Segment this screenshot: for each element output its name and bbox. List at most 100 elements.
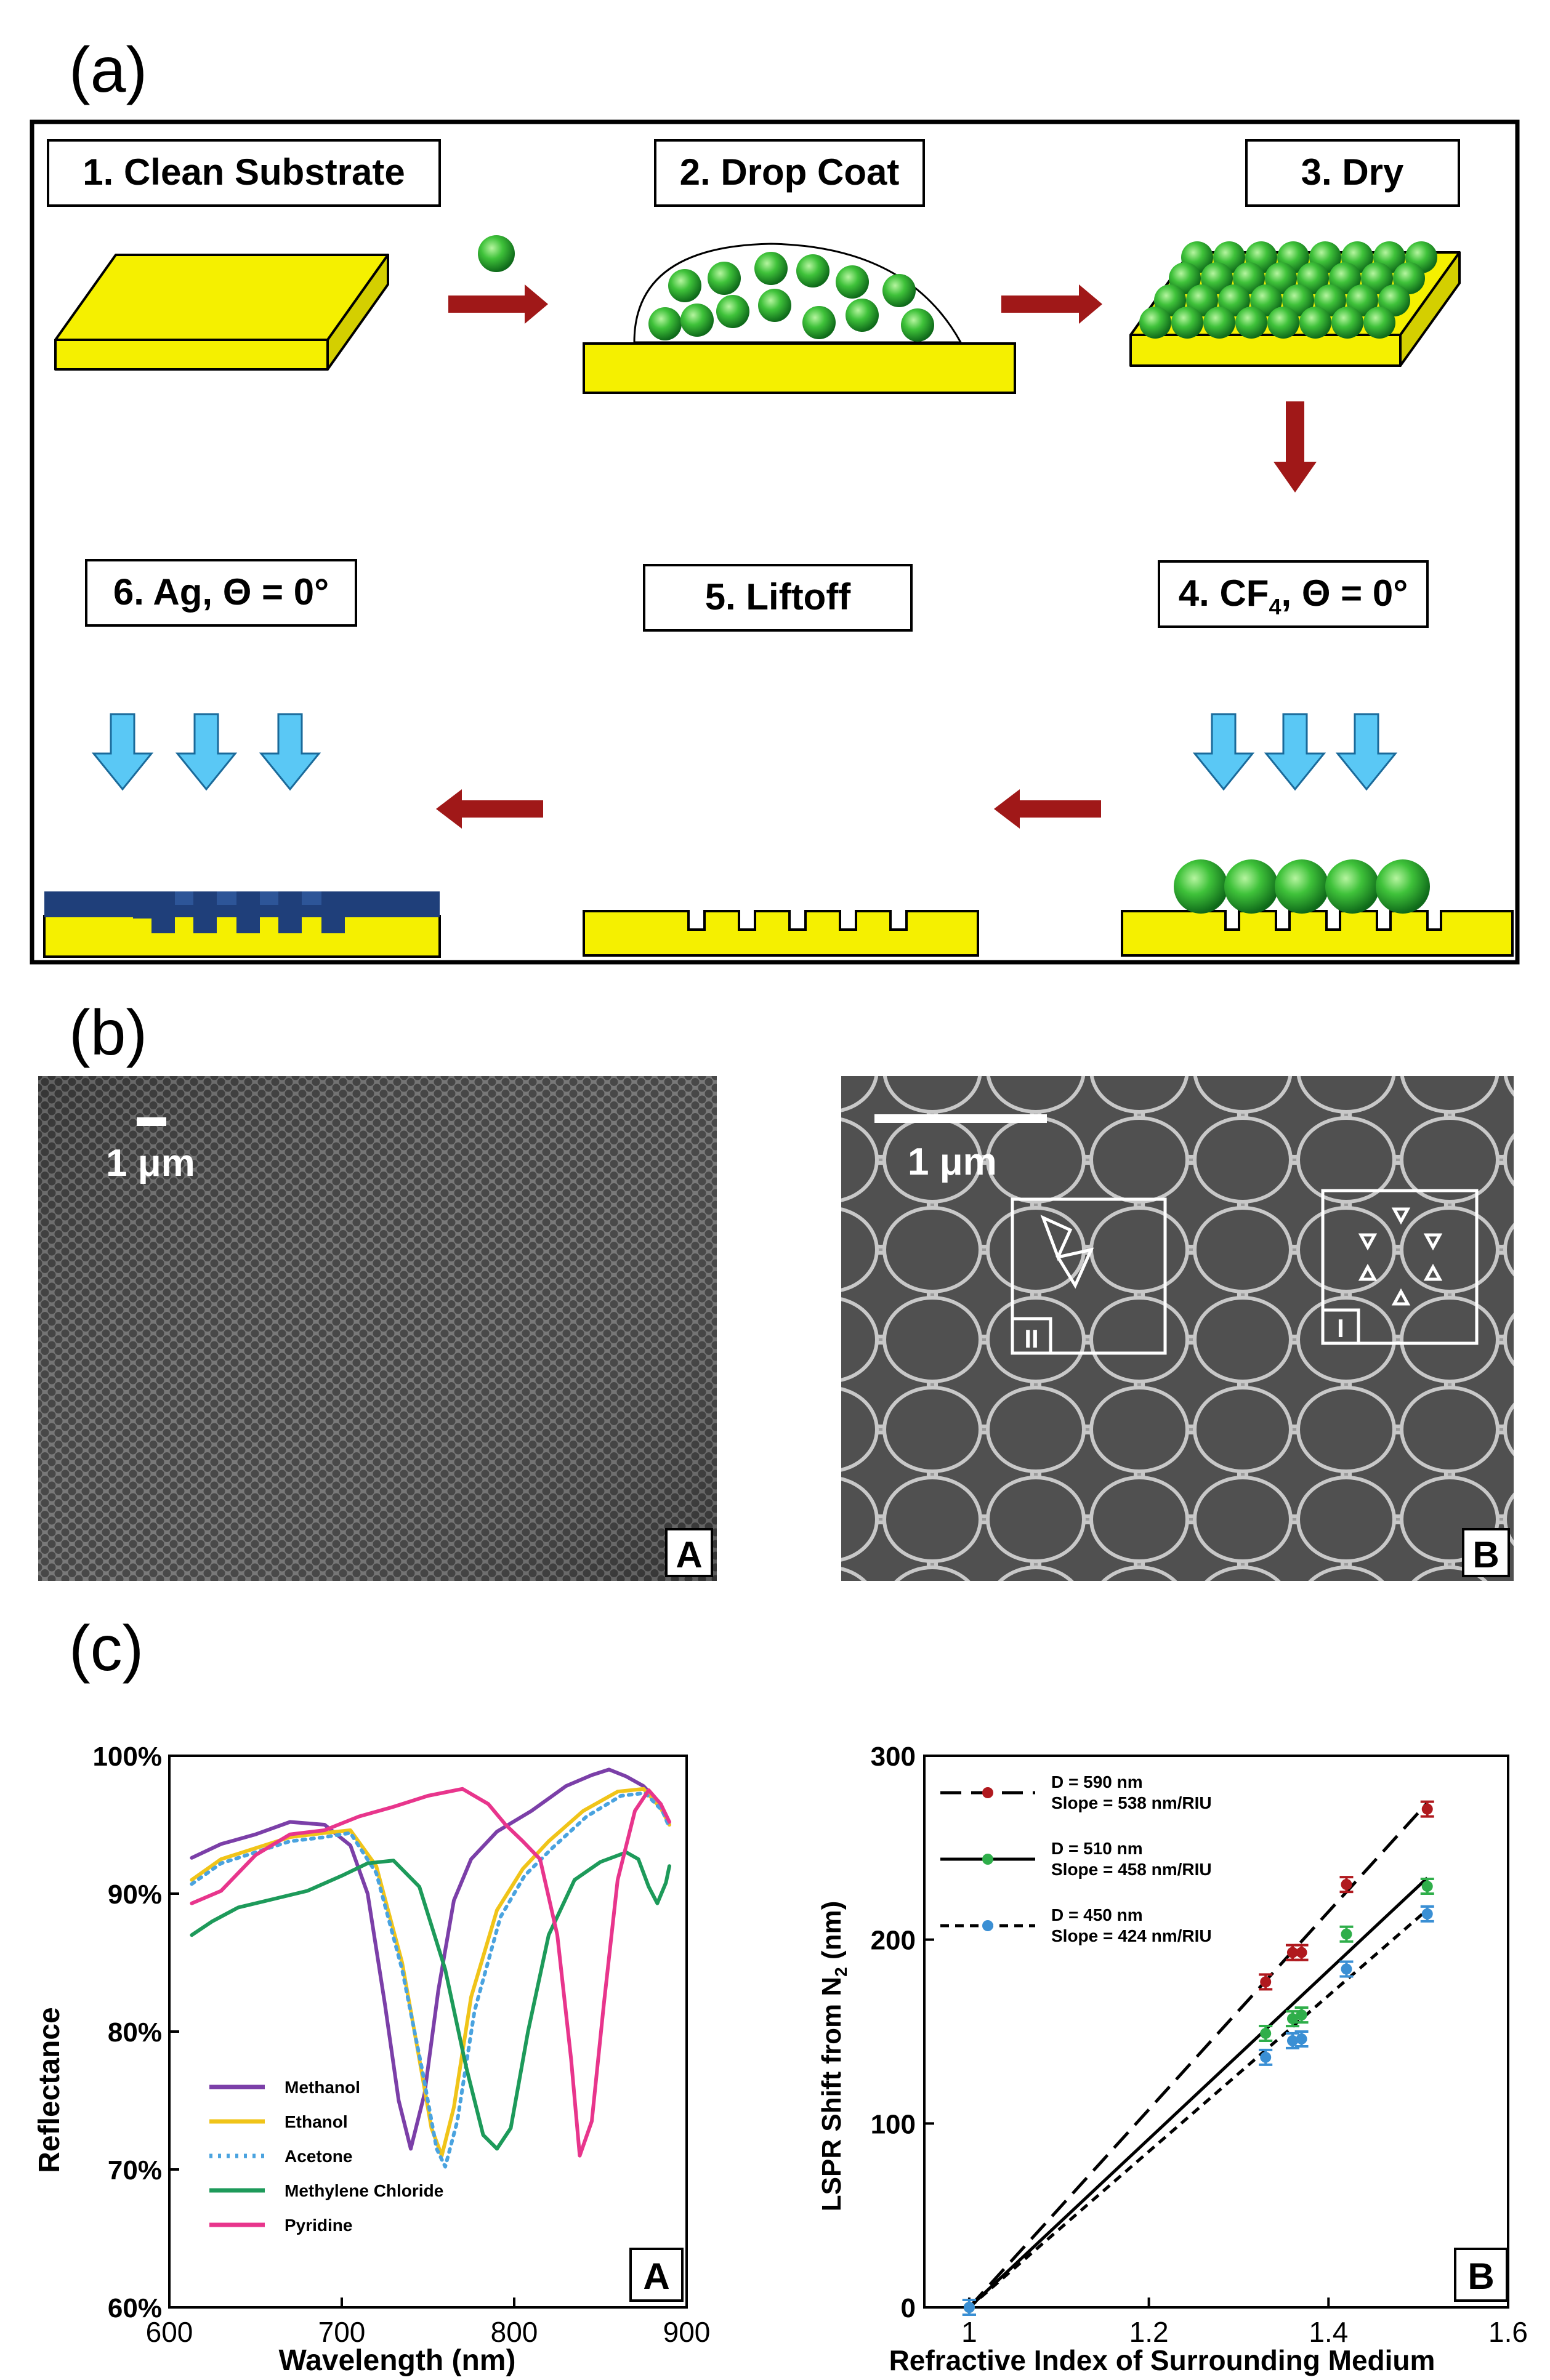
panel-c-label: (c): [69, 1613, 144, 1684]
legend-label: D = 590 nm: [1051, 1772, 1143, 1791]
data-point: [1421, 1803, 1433, 1815]
chart-a-ytick-label: 90%: [108, 1879, 162, 1910]
data-point: [1421, 1908, 1433, 1920]
series-line-pyridine: [190, 1787, 671, 2158]
corner-label-box-a: [665, 1528, 713, 1577]
legend-label: D = 450 nm: [1051, 1905, 1143, 1924]
step-4-title-box: 4. CF4, Θ = 0°: [1158, 560, 1429, 628]
scale-bar-a: [137, 1117, 166, 1126]
data-point: [1286, 2035, 1298, 2046]
arrow-left-1: [994, 789, 1101, 829]
etched-substrate-with-spheres: [1121, 859, 1514, 957]
data-point: [1421, 1881, 1433, 1892]
inset-ii: [1011, 1197, 1167, 1355]
sem-image-a: 1 μm A: [38, 1076, 717, 1581]
series-line-methanol: [190, 1767, 671, 2151]
step-1-title-box: 1. Clean Substrate: [47, 139, 441, 207]
chart-a-ytick-label: 70%: [108, 2155, 162, 2185]
chart-b-ytick-label: 100: [871, 2109, 916, 2139]
chart-b-corner-box: [1454, 2248, 1508, 2302]
arrow-left-2: [436, 789, 543, 829]
silver-coated-substrate: [43, 891, 441, 958]
chart-a-xtick-label: 700: [318, 2316, 366, 2348]
chart-b-ytick-label: 200: [871, 1926, 916, 1956]
legend-marker: [982, 1787, 993, 1798]
deposition-arrows: [91, 713, 321, 791]
legend-label: Pyridine: [285, 2216, 352, 2235]
chart-b-corner-label: B: [1467, 2256, 1494, 2297]
inset-i-tag: I: [1337, 1314, 1344, 1343]
step-4-title: 4. CF4, Θ = 0°: [1179, 573, 1408, 619]
data-point: [1296, 1947, 1307, 1958]
corner-label-box-b: [1462, 1528, 1510, 1577]
corner-label-a: A: [676, 1534, 702, 1575]
chart-b-frame: [923, 1755, 1509, 2309]
sem-b-texture: 1 μm II I B: [841, 1076, 1514, 1581]
single-sphere: [478, 235, 515, 272]
chart-a-ytick-label: 80%: [108, 2017, 162, 2048]
sem-image-b: 1 μm II I B: [841, 1076, 1514, 1581]
etch-arrows: [1192, 713, 1398, 791]
data-point: [1296, 2009, 1307, 2021]
data-point: [1260, 2051, 1272, 2063]
arrow-right-1: [448, 284, 548, 324]
fabrication-schematic: 1. Clean Substrate 2. Drop Coat 3. Dry 4…: [30, 119, 1520, 965]
legend-label: Acetone: [285, 2147, 352, 2166]
step-2-title: 2. Drop Coat: [680, 151, 900, 193]
data-point: [1341, 1963, 1352, 1975]
scale-label-b: 1 μm: [908, 1141, 997, 1183]
drop-spheres: [648, 252, 934, 342]
step-1-title: 1. Clean Substrate: [83, 151, 405, 193]
chart-b-ytick-label: 0: [901, 2293, 916, 2323]
inset-i: [1321, 1189, 1479, 1345]
chart-b-ylabel: LSPR Shift from N2 (nm): [817, 1901, 850, 2211]
step-6-title: 6. Ag, Θ = 0°: [113, 571, 329, 613]
scale-label-a: 1 μm: [106, 1142, 195, 1184]
legend-slope: Slope = 458 nm/RIU: [1051, 1860, 1212, 1879]
chart-b-points: [962, 1800, 1434, 2316]
fit-line: [968, 1876, 1429, 2309]
legend-slope: Slope = 424 nm/RIU: [1051, 1926, 1212, 1945]
packed-spheres: [1139, 241, 1437, 339]
chart-b-xtick-label: 1.6: [1488, 2316, 1528, 2348]
drop-coat-illustration: [583, 243, 1016, 394]
arrow-right-2: [1001, 284, 1102, 324]
chart-a-corner-label: A: [643, 2256, 669, 2297]
inset-ii-tag: II: [1024, 1324, 1038, 1353]
series-line-acetone: [190, 1791, 671, 2169]
legend-marker: [982, 1920, 993, 1931]
chart-b-xtick-label: 1.4: [1309, 2316, 1348, 2348]
step-5-title-box: 5. Liftoff: [643, 564, 913, 632]
data-point: [1341, 1879, 1352, 1891]
chart-a-xtick-label: 900: [663, 2316, 711, 2348]
data-point: [1260, 1976, 1272, 1988]
chart-a-ytick-label: 60%: [108, 2293, 162, 2323]
data-point: [1296, 2033, 1307, 2044]
data-point: [1286, 1947, 1298, 1958]
legend-label: Methylene Chloride: [285, 2181, 443, 2200]
chart-a-xlabel: Wavelength (nm): [279, 2344, 516, 2376]
legend-marker: [982, 1854, 993, 1865]
step-6-title-box: 6. Ag, Θ = 0°: [85, 559, 357, 627]
fit-line: [968, 1908, 1429, 2309]
step-3-title-box: 3. Dry: [1245, 139, 1460, 207]
chart-a-ylabel: Reflectance: [33, 2007, 66, 2173]
step-2-title-box: 2. Drop Coat: [654, 139, 925, 207]
chart-a-corner-box: [629, 2248, 684, 2302]
data-point: [1341, 1928, 1352, 1940]
panel-a-label: (a): [69, 34, 148, 106]
data-point: [1260, 2027, 1272, 2039]
liftoff-substrate: [583, 910, 979, 957]
chart-b-xtick-label: 1: [961, 2316, 977, 2348]
legend-slope: Slope = 538 nm/RIU: [1051, 1793, 1212, 1812]
dried-monolayer-slab: [1129, 241, 1461, 367]
panel-b-label: (b): [69, 997, 148, 1069]
clean-substrate-slab: [54, 254, 389, 371]
chart-b-ytick-label: 300: [871, 1742, 916, 1772]
chart-a-ytick-label: 100%: [92, 1742, 162, 1772]
